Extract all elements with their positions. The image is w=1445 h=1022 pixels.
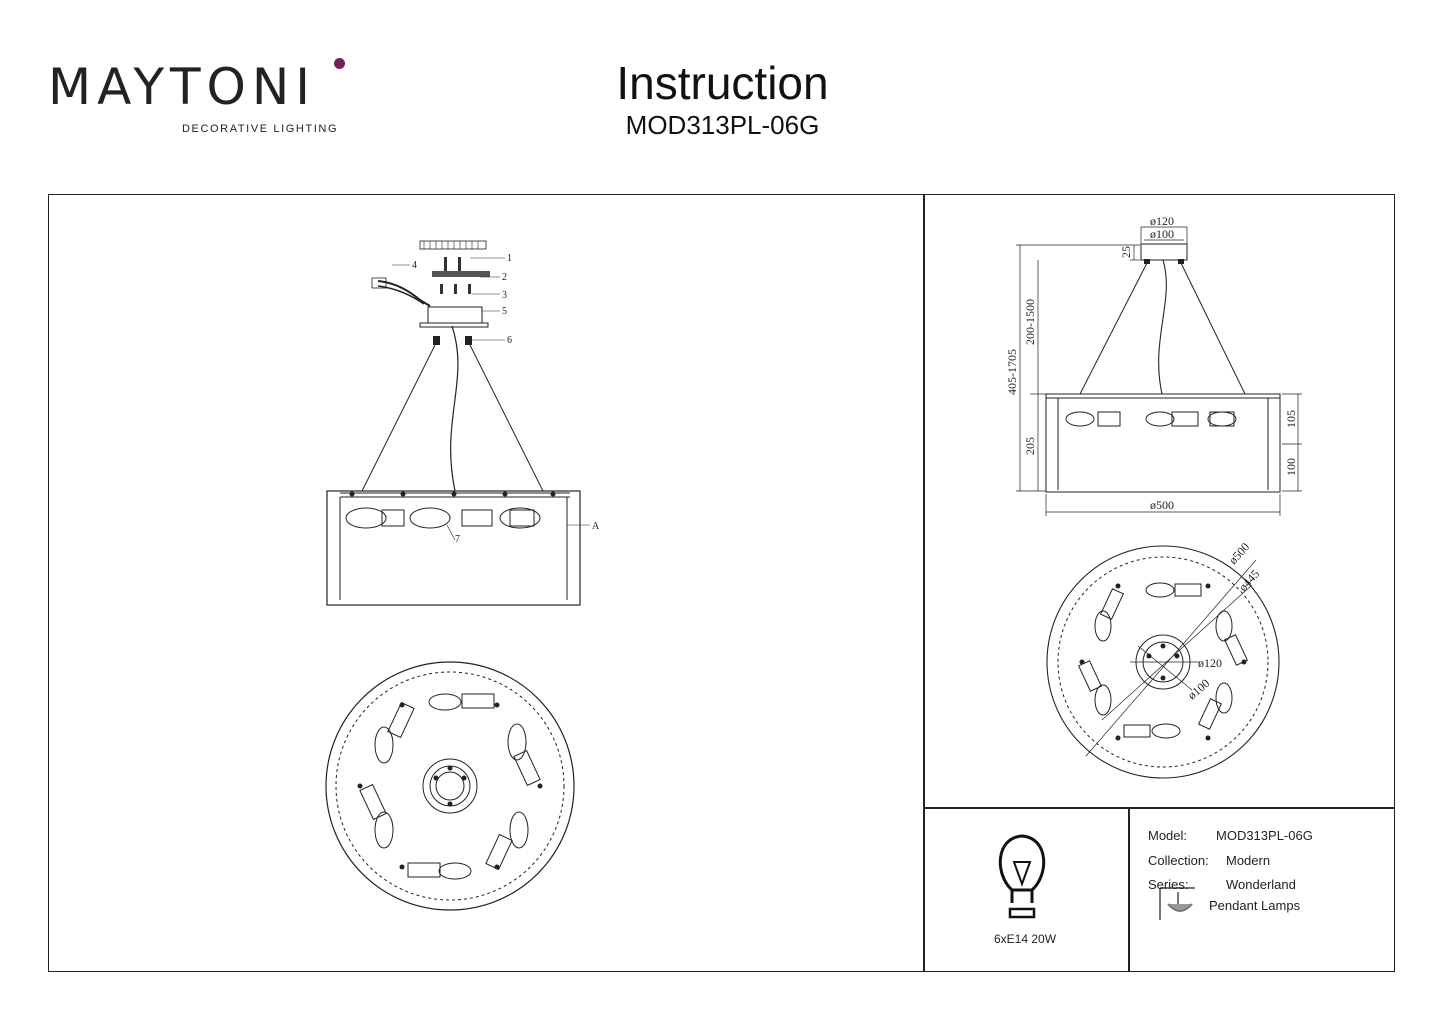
dim-diameter: ø500 <box>1150 498 1174 512</box>
dim-cable-length: 200-1500 <box>1023 299 1037 345</box>
dim-plan-outer: ø500 <box>1226 540 1252 567</box>
assembly-label-2: 2 <box>502 272 507 283</box>
dim-canopy-outer: ø120 <box>1150 214 1174 228</box>
side-elevation: ø120 ø100 25 200-1500 405-1705 205 105 1… <box>1005 214 1302 516</box>
page-title: Instruction <box>616 57 829 109</box>
assembly-label-1: 1 <box>507 253 512 264</box>
dim-canopy-height: 25 <box>1119 246 1133 258</box>
dim-lower-part: 100 <box>1284 458 1298 476</box>
plan-view-large <box>325 661 575 911</box>
spec-model-label: Model: <box>1148 828 1188 843</box>
dim-upper-part: 105 <box>1284 410 1298 428</box>
spec-type-value: Pendant Lamps <box>1209 898 1301 913</box>
frame-divider-vertical <box>923 194 925 972</box>
dim-total-height: 405-1705 <box>1005 349 1019 395</box>
brand-logo-dot <box>334 58 345 69</box>
lamp-info: 6xE14 20W <box>994 932 1057 946</box>
brand-name: MAYTONI <box>48 58 317 116</box>
pendant-lamp-icon <box>1159 887 1195 920</box>
frame-divider-horizontal <box>923 807 1395 809</box>
dim-canopy-inner: ø100 <box>1150 227 1174 241</box>
model-code: MOD313PL-06G <box>625 110 820 140</box>
assembly-label-5: 5 <box>502 306 507 317</box>
spec-collection-label: Collection: <box>1148 853 1209 868</box>
dim-body-height: 205 <box>1023 437 1037 455</box>
spec-series-label: Series: <box>1148 877 1189 892</box>
spec-collection-value: Modern <box>1226 853 1271 868</box>
brand-logo: MAYTONI DECORATIVE LIGHTING <box>48 58 345 135</box>
assembly-label-3: 3 <box>502 290 507 301</box>
assembly-view: 1 2 3 4 5 6 7 A <box>326 240 600 606</box>
spec-series-value: Wonderland <box>1226 877 1296 892</box>
assembly-label-6: 6 <box>507 335 512 346</box>
assembly-label-4: 4 <box>412 260 417 271</box>
spec-divider <box>1128 807 1130 972</box>
dim-plan-inner: ø445 <box>1236 567 1262 594</box>
dim-plan-canopy-inner: ø100 <box>1185 676 1212 702</box>
brand-tagline: DECORATIVE LIGHTING <box>182 123 339 135</box>
drawing-frame <box>48 194 1395 972</box>
plan-view-small: ø500 ø445 ø120 ø100 <box>1046 540 1280 779</box>
assembly-label-7: 7 <box>455 534 460 545</box>
light-bulb-icon <box>998 834 1046 919</box>
assembly-label-a: A <box>592 521 600 532</box>
dim-plan-canopy-outer: ø120 <box>1198 656 1222 670</box>
spec-model-value: MOD313PL-06G <box>1216 828 1313 843</box>
